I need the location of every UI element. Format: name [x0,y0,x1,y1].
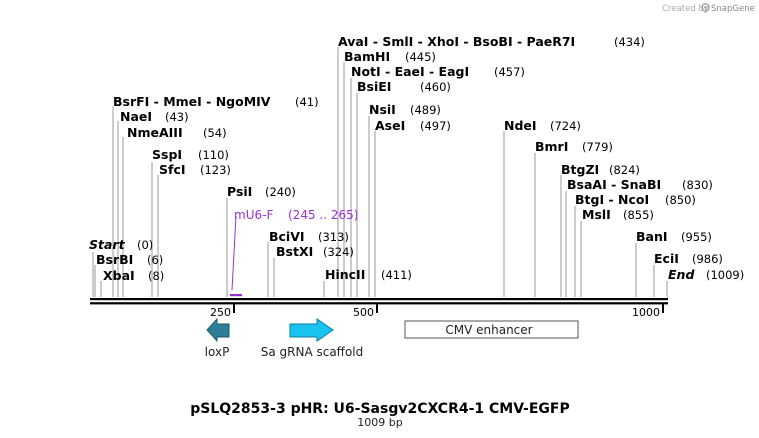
restriction-site-name[interactable]: BciVI [269,229,305,244]
feature-label: loxP [205,345,230,359]
map-title: pSLQ2853-3 pHR: U6-Sasgv2CXCR4-1 CMV-EGF… [190,401,569,417]
restriction-site-name[interactable]: BmrI [535,139,568,154]
restriction-site-position: (8) [148,269,164,283]
primer-name: mU6-F [234,208,273,222]
restriction-site-name[interactable]: HincII [325,267,365,282]
primer-range: (245 .. 265) [288,208,358,222]
sequence-backbone [90,298,668,305]
credit-prefix: Created by [662,4,709,14]
credit-brand: SnapGene [711,4,755,14]
start-label: Start [89,237,126,252]
site-connector-lines [92,47,668,297]
restriction-site-position: (313) [318,230,349,244]
restriction-site-position: (986) [692,252,723,266]
restriction-site-name[interactable]: NsiI [369,102,396,117]
restriction-site-position: (955) [681,230,712,244]
restriction-site-name[interactable]: BsiEI [357,79,391,94]
restriction-site-name[interactable]: BstXI [276,244,313,259]
loxp-arrow-icon [206,317,230,343]
restriction-site-name[interactable]: SspI [152,147,182,162]
cmv-enhancer-box [404,320,579,339]
snapgene-logo-icon [701,3,710,12]
restriction-site-position: (779) [582,140,613,154]
restriction-site-name[interactable]: NmeAIII [127,125,183,140]
end-label: End [668,267,695,282]
restriction-site-name[interactable]: EciI [654,251,679,266]
primer-mu6-f[interactable]: mU6-F (245 .. 265) [230,208,358,297]
restriction-site-name[interactable]: PsiI [227,184,252,199]
end-position: (1009) [706,268,744,282]
restriction-site-position: (240) [265,185,296,199]
restriction-site-name[interactable]: NdeI [504,118,537,133]
restriction-site-name[interactable]: SfcI [159,162,186,177]
tick-label: 500 [353,306,374,319]
restriction-site-position: (43) [165,110,189,124]
feature-label: Sa gRNA scaffold [261,345,364,359]
feature-sa-grna-scaffold[interactable]: Sa gRNA scaffold [261,318,364,359]
restriction-site-position: (6) [147,253,163,267]
ruler-ticks [233,304,664,313]
restriction-site-name[interactable]: MslI [582,207,611,222]
restriction-site-labels: BsrFI - MmeI - NgoMIV (41) NaeI (43)NmeAIII… [96,34,723,283]
restriction-site-position: (324) [323,245,354,259]
restriction-site-name[interactable]: XbaI [103,268,135,283]
restriction-site-position: (41) [295,95,319,109]
restriction-site-position: (855) [623,208,654,222]
start-position: (0) [137,238,153,252]
restriction-site-position: (830) [682,178,713,192]
scaffold-arrow-icon [289,318,334,342]
restriction-site-position: (54) [203,126,227,140]
feature-loxp[interactable]: loxP [205,317,230,359]
tick-label: 1000 [632,306,660,319]
map-subtitle: 1009 bp [357,416,402,429]
restriction-site-name[interactable]: NaeI [120,109,152,124]
tick-label: 250 [210,306,231,319]
restriction-site-name[interactable]: BsaAI - SnaBI [567,177,661,192]
restriction-site-name[interactable]: BamHI [344,49,390,64]
restriction-site-position: (460) [420,80,451,94]
restriction-site-position: (411) [381,268,412,282]
restriction-site-name[interactable]: BanI [636,229,668,244]
restriction-site-position: (110) [198,148,229,162]
restriction-site-position: (457) [494,65,525,79]
restriction-site-name[interactable]: AvaI - SmlI - XhoI - BsoBI - PaeR7I [338,34,575,49]
restriction-site-name[interactable]: BsrBI [96,252,133,267]
restriction-site-position: (489) [410,103,441,117]
feature-label: CMV enhancer [445,323,532,337]
restriction-site-position: (497) [420,119,451,133]
restriction-site-name[interactable]: BtgI - NcoI [575,192,649,207]
restriction-site-position: (824) [609,163,640,177]
restriction-site-position: (850) [665,193,696,207]
restriction-site-name[interactable]: AseI [375,118,405,133]
restriction-site-position: (123) [200,163,231,177]
restriction-site-name[interactable]: NotI - EaeI - EagI [351,64,469,79]
restriction-site-position: (445) [405,50,436,64]
restriction-site-position: (434) [614,35,645,49]
restriction-site-name[interactable]: BsrFI - MmeI - NgoMIV [113,94,271,109]
restriction-site-name[interactable]: BtgZI [561,162,599,177]
feature-cmv-enhancer[interactable]: CMV enhancer [404,320,579,339]
restriction-site-position: (724) [550,119,581,133]
